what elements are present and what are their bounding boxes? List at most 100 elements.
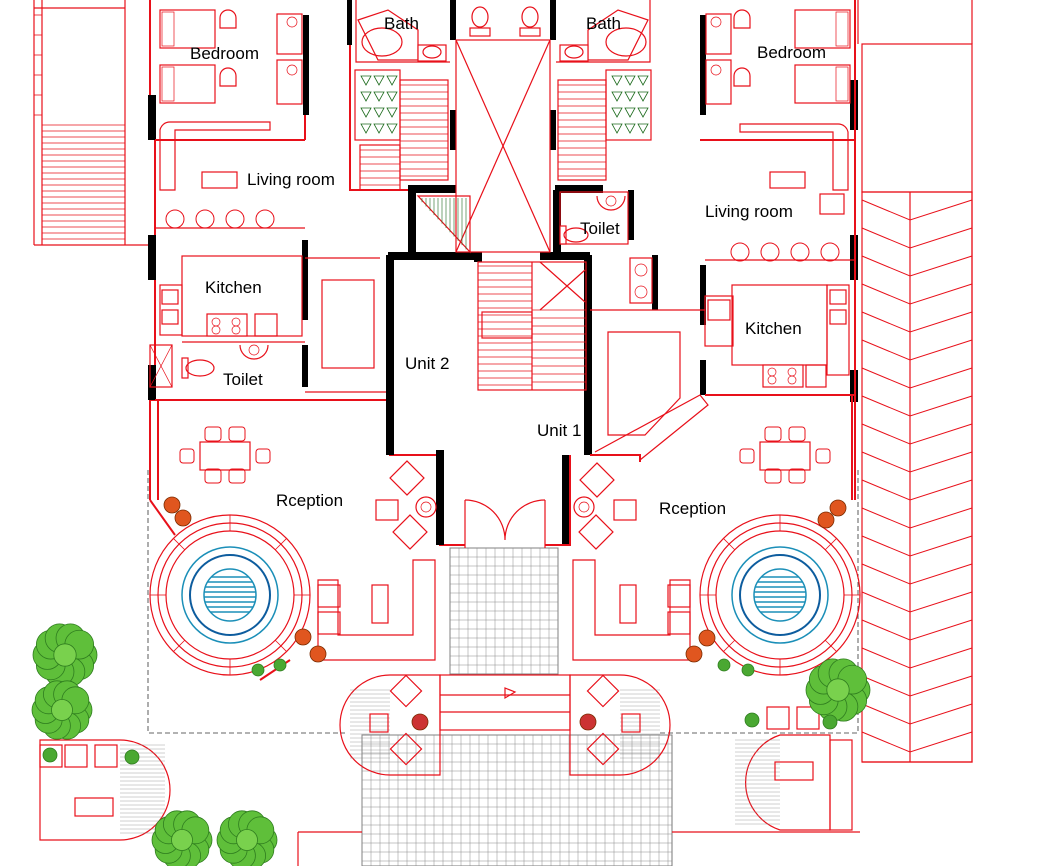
flower-shrub <box>817 511 835 529</box>
entry-lobby-fixture <box>594 331 709 461</box>
dining-chair <box>204 426 222 442</box>
room-label-reception-right: Rception <box>659 499 726 518</box>
central-shaft <box>416 39 551 254</box>
dining-chair <box>255 448 271 464</box>
building-walls <box>148 0 858 546</box>
flower-shrub <box>698 629 716 647</box>
dining-chair <box>764 468 782 484</box>
tile-triangle <box>611 91 623 102</box>
tile-triangle <box>624 91 636 102</box>
unit-label-1: Unit 1 <box>537 421 581 440</box>
bar-stool <box>820 242 840 262</box>
chevron-line <box>861 311 973 333</box>
tile-triangle <box>624 107 636 118</box>
room-label-bath-left: Bath <box>384 14 419 33</box>
chevron-line <box>861 479 973 501</box>
small-shrub <box>124 749 140 765</box>
flower-shrub <box>163 496 181 514</box>
small-shrub <box>251 663 265 677</box>
chevron-line <box>861 283 973 305</box>
tile-triangle <box>373 91 385 102</box>
small-shrub <box>741 663 755 677</box>
living-right: Living room <box>705 123 849 262</box>
reception-right: Rception <box>572 426 861 676</box>
dining-table <box>759 441 811 471</box>
bar-stool <box>255 209 275 229</box>
site-boundary <box>147 470 859 734</box>
pool-deck-line <box>173 538 186 551</box>
flower-shrub <box>411 713 429 731</box>
chevron-line <box>861 255 973 277</box>
bar-stool <box>730 242 750 262</box>
room-label-kitchen-right: Kitchen <box>745 319 802 338</box>
bar-stool <box>165 209 185 229</box>
tile-triangle <box>360 91 372 102</box>
tree <box>236 829 258 851</box>
chevron-line <box>861 395 973 417</box>
tile-triangle <box>373 75 385 86</box>
dining-chair <box>739 448 755 464</box>
unit-label-2: Unit 2 <box>405 354 449 373</box>
room-label-bedroom-right: Bedroom <box>757 43 826 62</box>
bar-stool <box>790 242 810 262</box>
tile-triangle <box>386 91 398 102</box>
chevron-line <box>861 675 973 697</box>
dining-chair <box>228 426 246 442</box>
living-left: Living room <box>159 121 335 229</box>
entrance-walkway <box>361 499 673 866</box>
flower-shrub <box>829 499 847 517</box>
tile-triangle <box>373 107 385 118</box>
kitchen-left: Kitchen <box>149 255 375 388</box>
kitchen-right: Kitchen <box>704 284 850 388</box>
tile-triangle <box>360 107 372 118</box>
toilet-left: Toilet <box>181 344 269 389</box>
small-shrub <box>42 747 58 763</box>
main-staircase <box>477 261 587 391</box>
front-terraces <box>39 674 860 866</box>
chevron-line <box>861 507 973 529</box>
dining-chair <box>764 426 782 442</box>
tile-triangle <box>624 123 636 134</box>
tree <box>51 699 73 721</box>
bar-stool <box>760 242 780 262</box>
landscaping <box>31 496 871 866</box>
small-shrub <box>744 712 760 728</box>
dining-table <box>199 441 251 471</box>
dining-chair <box>204 468 222 484</box>
tree <box>826 678 850 702</box>
chevron-line <box>861 619 973 641</box>
bedroom-right: Bedroom <box>705 9 851 105</box>
chevron-line <box>861 731 973 753</box>
pool-deck-line <box>824 538 837 551</box>
dining-chair <box>788 468 806 484</box>
left-side-strip <box>33 0 148 246</box>
tile-triangle <box>386 75 398 86</box>
room-label-reception-left: Rception <box>276 491 343 510</box>
dining-chair <box>815 448 831 464</box>
room-label-living-left: Living room <box>247 170 335 189</box>
tile-triangle <box>637 107 649 118</box>
room-label-toilet-left: Toilet <box>223 370 263 389</box>
pool-deck-line <box>173 639 186 652</box>
tile-triangle <box>611 123 623 134</box>
flower-shrub <box>174 509 192 527</box>
tile-triangle <box>360 123 372 134</box>
pool-deck-line <box>274 639 287 652</box>
small-shrub <box>717 658 731 672</box>
chevron-line <box>861 563 973 585</box>
chevron-line <box>861 227 973 249</box>
pool-deck-line <box>274 538 287 551</box>
bar-stool <box>195 209 215 229</box>
tile-triangle <box>386 107 398 118</box>
tile-triangle <box>386 123 398 134</box>
right-side-stair <box>857 0 973 763</box>
bath-left: Bath <box>354 0 491 191</box>
room-label-toilet-right: Toilet <box>580 219 620 238</box>
flower-shrub <box>579 713 597 731</box>
toilet-right: Toilet <box>559 191 653 304</box>
chevron-line <box>861 339 973 361</box>
tile-triangle <box>637 91 649 102</box>
small-shrub <box>273 658 287 672</box>
tile-triangle <box>611 107 623 118</box>
